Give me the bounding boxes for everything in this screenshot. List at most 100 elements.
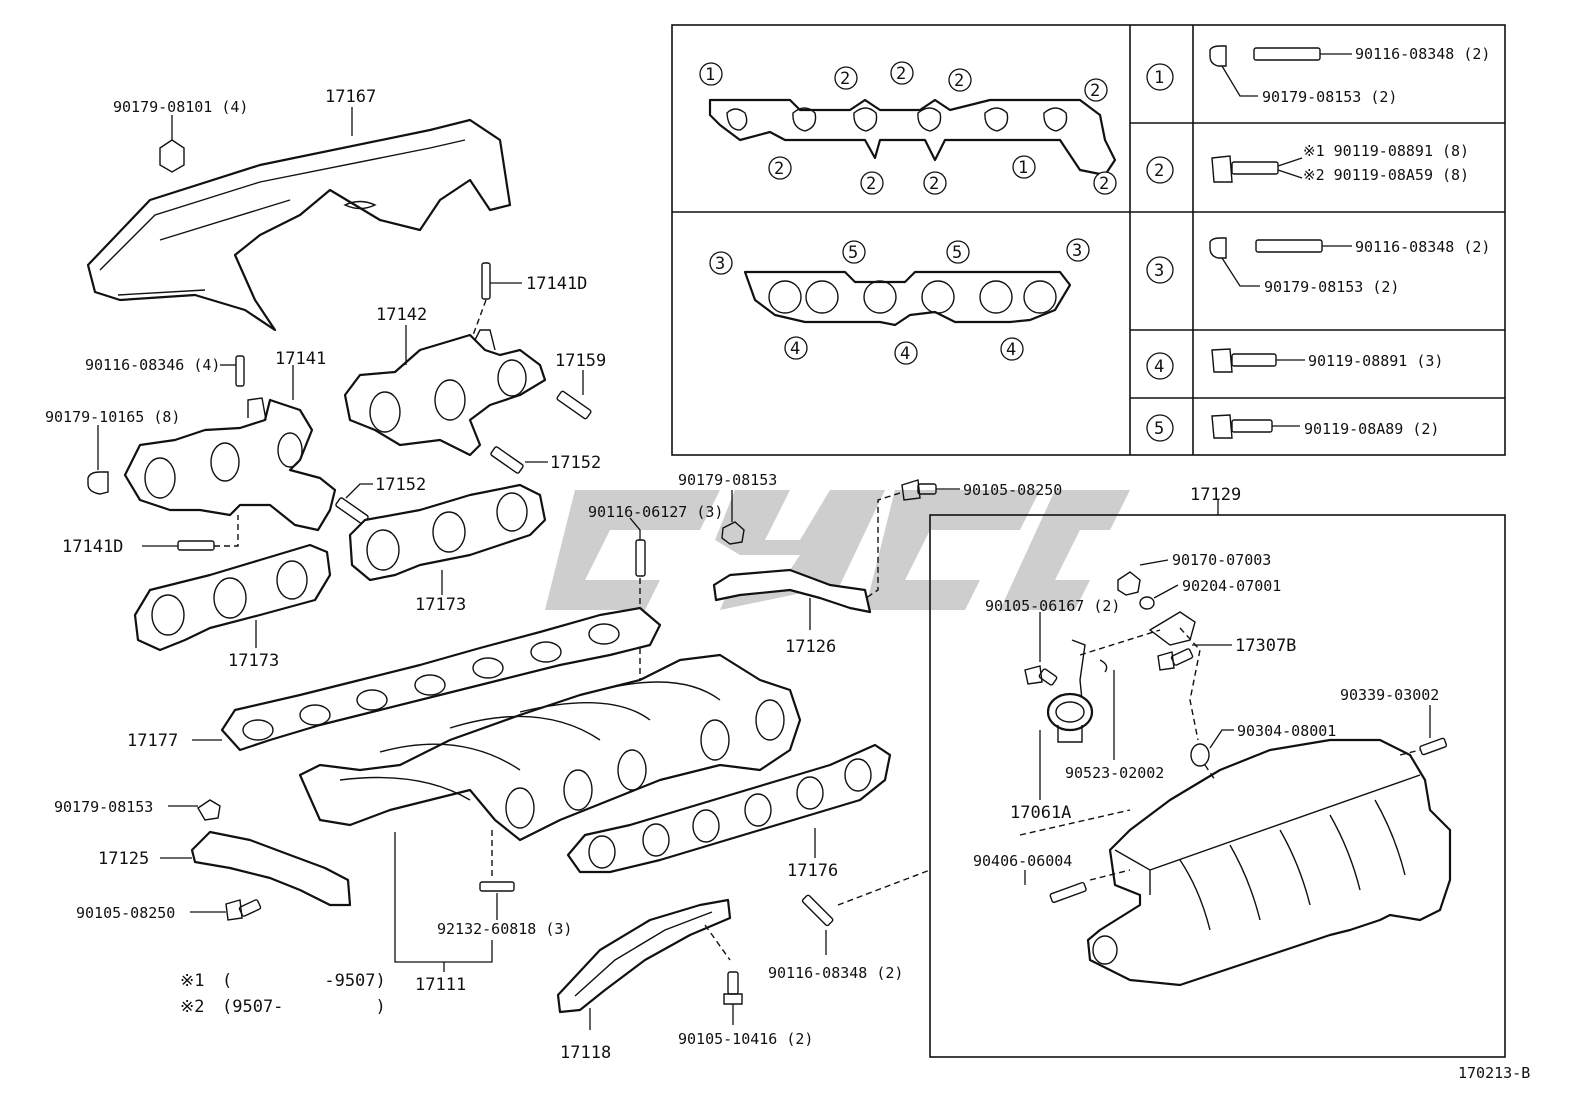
label-17173-upper: 17173 (415, 595, 466, 615)
label-90339-03002: 90339-03002 (1340, 686, 1439, 704)
svg-text:90119-08A89 (2): 90119-08A89 (2) (1304, 420, 1439, 438)
bottom-gasket-callouts: 3 5 5 3 4 4 4 (709, 238, 1090, 365)
svg-text:2: 2 (1099, 174, 1109, 194)
intake-manifold-17111 (298, 653, 802, 842)
exhaust-gasket-17173-lower (133, 543, 332, 652)
label-17141: 17141 (275, 349, 326, 369)
label-17111: 17111 (415, 975, 466, 995)
intake-gasket-17176 (566, 743, 892, 874)
label-90170-07003: 90170-07003 (1172, 551, 1271, 569)
panel-frame (671, 24, 1506, 456)
label-90179-08153-left: 90179-08153 (54, 798, 153, 816)
stud-icon (1255, 239, 1323, 253)
stud-92132-60818-icon (479, 881, 515, 892)
label-90116-08346: 90116-08346 (4) (85, 356, 220, 374)
exhaust-manifold-17141 (123, 397, 337, 532)
svg-text:90179-08153 (2): 90179-08153 (2) (1262, 88, 1397, 106)
label-90116-06127: 90116-06127 (3) (588, 503, 723, 521)
nut-icon (1209, 45, 1227, 67)
label-90116-08348-bottom: 90116-08348 (2) (768, 964, 903, 982)
gasket-bolt-panel: 1 2 2 2 2 2 2 2 1 2 3 5 5 3 4 4 4 1 2 3 … (671, 24, 1506, 456)
bolt-head-icon (1211, 414, 1233, 439)
bracket-17307B-icon (1148, 611, 1196, 646)
plug-90339-03002-icon (1419, 737, 1448, 756)
label-17159: 17159 (555, 351, 606, 371)
svg-text:2: 2 (954, 71, 964, 91)
stud-17141D-b-icon (177, 540, 215, 551)
exhaust-gasket-17173-upper (348, 483, 547, 582)
intake-chamber-17129 (1086, 738, 1452, 987)
bolt-head-icon (1211, 348, 1233, 373)
grommet-90304-08001-icon (1190, 743, 1210, 767)
label-17141D-a: 17141D (526, 274, 587, 294)
svg-text:( -9507): ( -9507) (222, 971, 386, 991)
legend-row-1: 90116-08348 (2) 90179-08153 (2) (1209, 45, 1490, 106)
label-90105-08250-top: 90105-08250 (963, 481, 1062, 499)
svg-text:3: 3 (1072, 241, 1082, 261)
label-17061A: 17061A (1010, 803, 1071, 823)
label-17307B: 17307B (1235, 636, 1296, 656)
label-17129: 17129 (1190, 485, 1241, 505)
legend-row-4: 90119-08891 (3) (1211, 348, 1443, 373)
svg-text:2: 2 (774, 159, 784, 179)
svg-text:1: 1 (1154, 68, 1164, 88)
svg-text:90116-08348 (2): 90116-08348 (2) (1355, 238, 1490, 256)
svg-text:2: 2 (1154, 161, 1164, 181)
label-17142: 17142 (376, 305, 427, 325)
diagram-id: 170213-B (1458, 1064, 1530, 1082)
svg-text:4: 4 (1006, 340, 1016, 360)
nut-90179-08153-icon (721, 521, 745, 545)
bolt-shank-icon (1231, 161, 1279, 175)
nut-90179-10165-icon (87, 471, 109, 495)
svg-text:1: 1 (705, 65, 715, 85)
label-90105-06167: 90105-06167 (2) (985, 597, 1120, 615)
svg-text:2: 2 (866, 174, 876, 194)
label-90204-07001: 90204-07001 (1182, 577, 1281, 595)
label-17125: 17125 (98, 849, 149, 869)
label-90304-08001: 90304-08001 (1237, 722, 1336, 740)
svg-text:4: 4 (900, 344, 910, 364)
label-92132-60818: 92132-60818 (3) (437, 920, 572, 938)
svg-text:2: 2 (840, 69, 850, 89)
svg-text:4: 4 (1154, 357, 1164, 377)
svg-text:90116-08348 (2): 90116-08348 (2) (1355, 45, 1490, 63)
label-17176: 17176 (787, 861, 838, 881)
label-17152-b: 17152 (375, 475, 426, 495)
vacuum-actuator-17061A (1046, 692, 1094, 743)
nut-90179-08153-left-icon (197, 799, 221, 821)
label-17152-a: 17152 (550, 453, 601, 473)
svg-text:2: 2 (1090, 81, 1100, 101)
label-90105-10416: 90105-10416 (2) (678, 1030, 813, 1048)
manifold-stay-17125 (190, 830, 352, 907)
svg-text:3: 3 (715, 254, 725, 274)
label-90179-08101: 90179-08101 (4) (113, 98, 248, 116)
intake-gasket-17177 (220, 606, 662, 752)
label-90179-10165: 90179-10165 (8) (45, 408, 180, 426)
footnotes: ※1 ( -9507) ※2 (9507- ) (180, 971, 386, 1017)
svg-text:1: 1 (1018, 158, 1028, 178)
intake-gasket-outline (743, 270, 1072, 327)
clip-90523-02002-icon (1099, 659, 1108, 673)
bolt-90105-06167-icon (1024, 665, 1043, 685)
exhaust-manifold-17142 (343, 329, 547, 457)
svg-text:5: 5 (952, 243, 962, 263)
bolt-90105-10416-icon (727, 971, 739, 995)
bolt-shank-icon (1231, 353, 1277, 367)
bolt-17307B-icon (1157, 651, 1175, 671)
bolt-head-icon (1211, 155, 1233, 183)
label-17173-lower: 17173 (228, 651, 279, 671)
bolt-90105-08250-top-icon (901, 479, 921, 501)
insulator-17118 (556, 898, 732, 1014)
label-17167: 17167 (325, 87, 376, 107)
svg-text:※1 90119-08891 (8): ※1 90119-08891 (8) (1303, 142, 1469, 160)
label-17126: 17126 (785, 637, 836, 657)
stud-17141D-icon (481, 262, 491, 300)
exhaust-gasket-outline (708, 98, 1117, 177)
heat-insulator-17167 (86, 118, 512, 332)
legend-row-5: 90119-08A89 (2) (1211, 414, 1439, 439)
stud-17159-icon (556, 390, 592, 420)
stud-90116-08348-bottom-icon (801, 894, 834, 927)
top-gasket-callouts: 1 2 2 2 2 2 2 2 1 2 (699, 61, 1117, 195)
label-17118: 17118 (560, 1043, 611, 1063)
